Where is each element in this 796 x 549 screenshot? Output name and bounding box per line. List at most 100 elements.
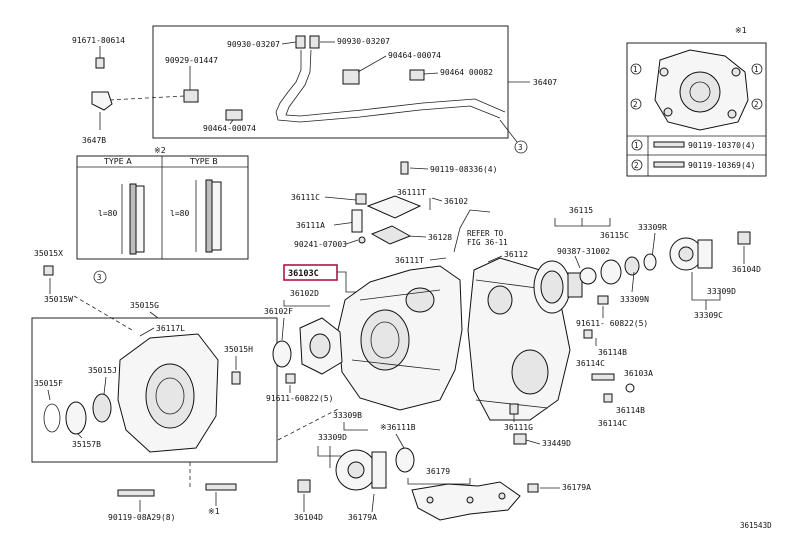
bolt-91611-right — [597, 295, 609, 305]
label-36111a[interactable]: 36111A — [296, 221, 325, 230]
label-36111g[interactable]: 36111G — [504, 423, 533, 432]
label-type-a[interactable]: TYPE A — [103, 157, 132, 166]
label-35015g[interactable]: 35015G — [130, 301, 159, 310]
label-36114b-b[interactable]: 36114B — [616, 406, 645, 415]
label-35015f[interactable]: 35015F — [34, 379, 63, 388]
pin-35015h — [231, 371, 241, 385]
label-36114c-a[interactable]: 36114C — [576, 359, 605, 368]
label-33309n[interactable]: 33309N — [620, 295, 649, 304]
label-36179[interactable]: 36179 — [426, 467, 450, 476]
label-90464-00082[interactable]: 90464 00082 — [440, 68, 493, 77]
bracket-3647b — [91, 91, 113, 111]
label-35015x[interactable]: 35015X — [34, 249, 63, 258]
label-33309b[interactable]: 33309B — [333, 411, 362, 420]
seal-type-a — [121, 183, 145, 255]
callout-2-inset-b-text: 2 — [754, 100, 759, 109]
label-36103a[interactable]: 36103A — [624, 369, 653, 378]
label-35157b[interactable]: 35157B — [72, 440, 101, 449]
callout-1-inset — [630, 63, 642, 75]
legend-2-marker — [631, 159, 643, 171]
label-dim-b[interactable]: l=80 — [170, 209, 189, 218]
label-90930-03207-left[interactable]: 90930-03207 — [227, 40, 280, 49]
label-36114b-a[interactable]: 36114B — [598, 348, 627, 357]
callout-1-inset-text: 1 — [633, 65, 638, 74]
label-dim-a[interactable]: l=80 — [98, 209, 117, 218]
bolt-90119-08a29-b — [205, 483, 237, 491]
housing-36103c — [337, 265, 463, 411]
label-ref-no: 361543D — [740, 521, 772, 530]
inset-box — [626, 42, 767, 177]
label-91611-60822-left[interactable]: 91611-60822(5) — [266, 394, 333, 403]
label-36104d-right[interactable]: 36104D — [732, 265, 761, 274]
nut-36104d — [297, 479, 311, 493]
label-90119-10369[interactable]: 90119-10369(4) — [688, 161, 755, 170]
label-36104d[interactable]: 36104D — [294, 513, 323, 522]
label-36102[interactable]: 36102 — [444, 197, 468, 206]
washer-36114b-b — [625, 383, 635, 393]
label-36128[interactable]: 36128 — [428, 233, 452, 242]
label-36111t-mid[interactable]: 36111T — [395, 256, 424, 265]
label-36103c[interactable]: 36103C — [288, 269, 319, 279]
legend-1-marker-text: 1 — [634, 141, 639, 150]
callout-3-left-text: 3 — [97, 273, 102, 282]
label-90464-00074-bottom[interactable]: 90464-00074 — [203, 124, 256, 133]
cover-36102 — [366, 195, 422, 219]
snap-ring-35015f — [43, 403, 61, 433]
clamp-90464-c — [409, 69, 425, 81]
label-36115c[interactable]: 36115C — [600, 231, 629, 240]
label-35015h[interactable]: 35015H — [224, 345, 253, 354]
label-3647b[interactable]: 3647B — [82, 136, 106, 145]
label-36102f[interactable]: 36102F — [264, 307, 293, 316]
plug-33449d — [513, 433, 527, 445]
tube-assembly-box — [152, 25, 509, 139]
callout-2-inset-text: 2 — [633, 100, 638, 109]
label-36117l[interactable]: 36117L — [156, 324, 185, 333]
label-36112[interactable]: 36112 — [504, 250, 528, 259]
label-91671-80614[interactable]: 91671-80614 — [72, 36, 125, 45]
label-90241-07003[interactable]: 90241-07003 — [294, 240, 347, 249]
callout-3-top-text: 3 — [518, 143, 523, 152]
label-90119-08a29[interactable]: 90119-08A29(8) — [108, 513, 175, 522]
label-33309d-right[interactable]: 33309D — [707, 287, 736, 296]
label-90387-31002[interactable]: 90387-31002 — [557, 247, 610, 256]
label-fig-36-11[interactable]: FIG 36-11 — [467, 238, 508, 247]
label-90464-00074-top[interactable]: 90464-00074 — [388, 51, 441, 60]
callout-3-top — [514, 140, 528, 154]
label-36179a-left[interactable]: 36179A — [348, 513, 377, 522]
label-33309c[interactable]: 33309C — [694, 311, 723, 320]
label-36115[interactable]: 36115 — [569, 206, 593, 215]
label-90930-03207-right[interactable]: 90930-03207 — [337, 37, 390, 46]
label-33309r[interactable]: 33309R — [638, 223, 667, 232]
callout-3-left — [93, 270, 107, 284]
flange-33309d — [335, 449, 387, 491]
ring-36115c-b — [624, 256, 640, 276]
seal-36102f — [272, 340, 292, 368]
label-36102d[interactable]: 36102D — [290, 289, 319, 298]
label-33449d[interactable]: 33449D — [542, 439, 571, 448]
label-90119-10370[interactable]: 90119-10370(4) — [688, 141, 755, 150]
label-36179a-right[interactable]: 36179A — [562, 483, 591, 492]
label-33309d[interactable]: 33309D — [318, 433, 347, 442]
label-type-b[interactable]: TYPE B — [189, 157, 218, 166]
label-36114c-b[interactable]: 36114C — [598, 419, 627, 428]
label-36407[interactable]: 36407 — [533, 78, 557, 87]
bolt-90119-08a29-a — [117, 489, 155, 497]
label-36111c[interactable]: 36111C — [291, 193, 320, 202]
plug-36111c — [355, 193, 367, 205]
label-refer-to[interactable]: REFER TO — [467, 229, 504, 238]
label-35015w[interactable]: 35015W — [44, 295, 73, 304]
label-90119-08336[interactable]: 90119-08336(4) — [430, 165, 497, 174]
stud-36103a — [591, 373, 615, 381]
clip-90929 — [183, 89, 199, 103]
nut-36104d-right — [737, 231, 751, 245]
breather-tube — [453, 209, 491, 253]
label-note-1-top: ※1 — [735, 26, 747, 35]
legend-2-bolt — [653, 161, 685, 168]
label-36111t-top[interactable]: 36111T — [397, 188, 426, 197]
label-90929-01447[interactable]: 90929-01447 — [165, 56, 218, 65]
label-36111b[interactable]: ※36111B — [380, 423, 416, 432]
label-91611-60822-right[interactable]: 91611- 60822(5) — [576, 319, 648, 328]
label-35015j[interactable]: 35015J — [88, 366, 117, 375]
bushing-90387 — [579, 267, 597, 285]
retainer-36102d — [299, 317, 343, 375]
